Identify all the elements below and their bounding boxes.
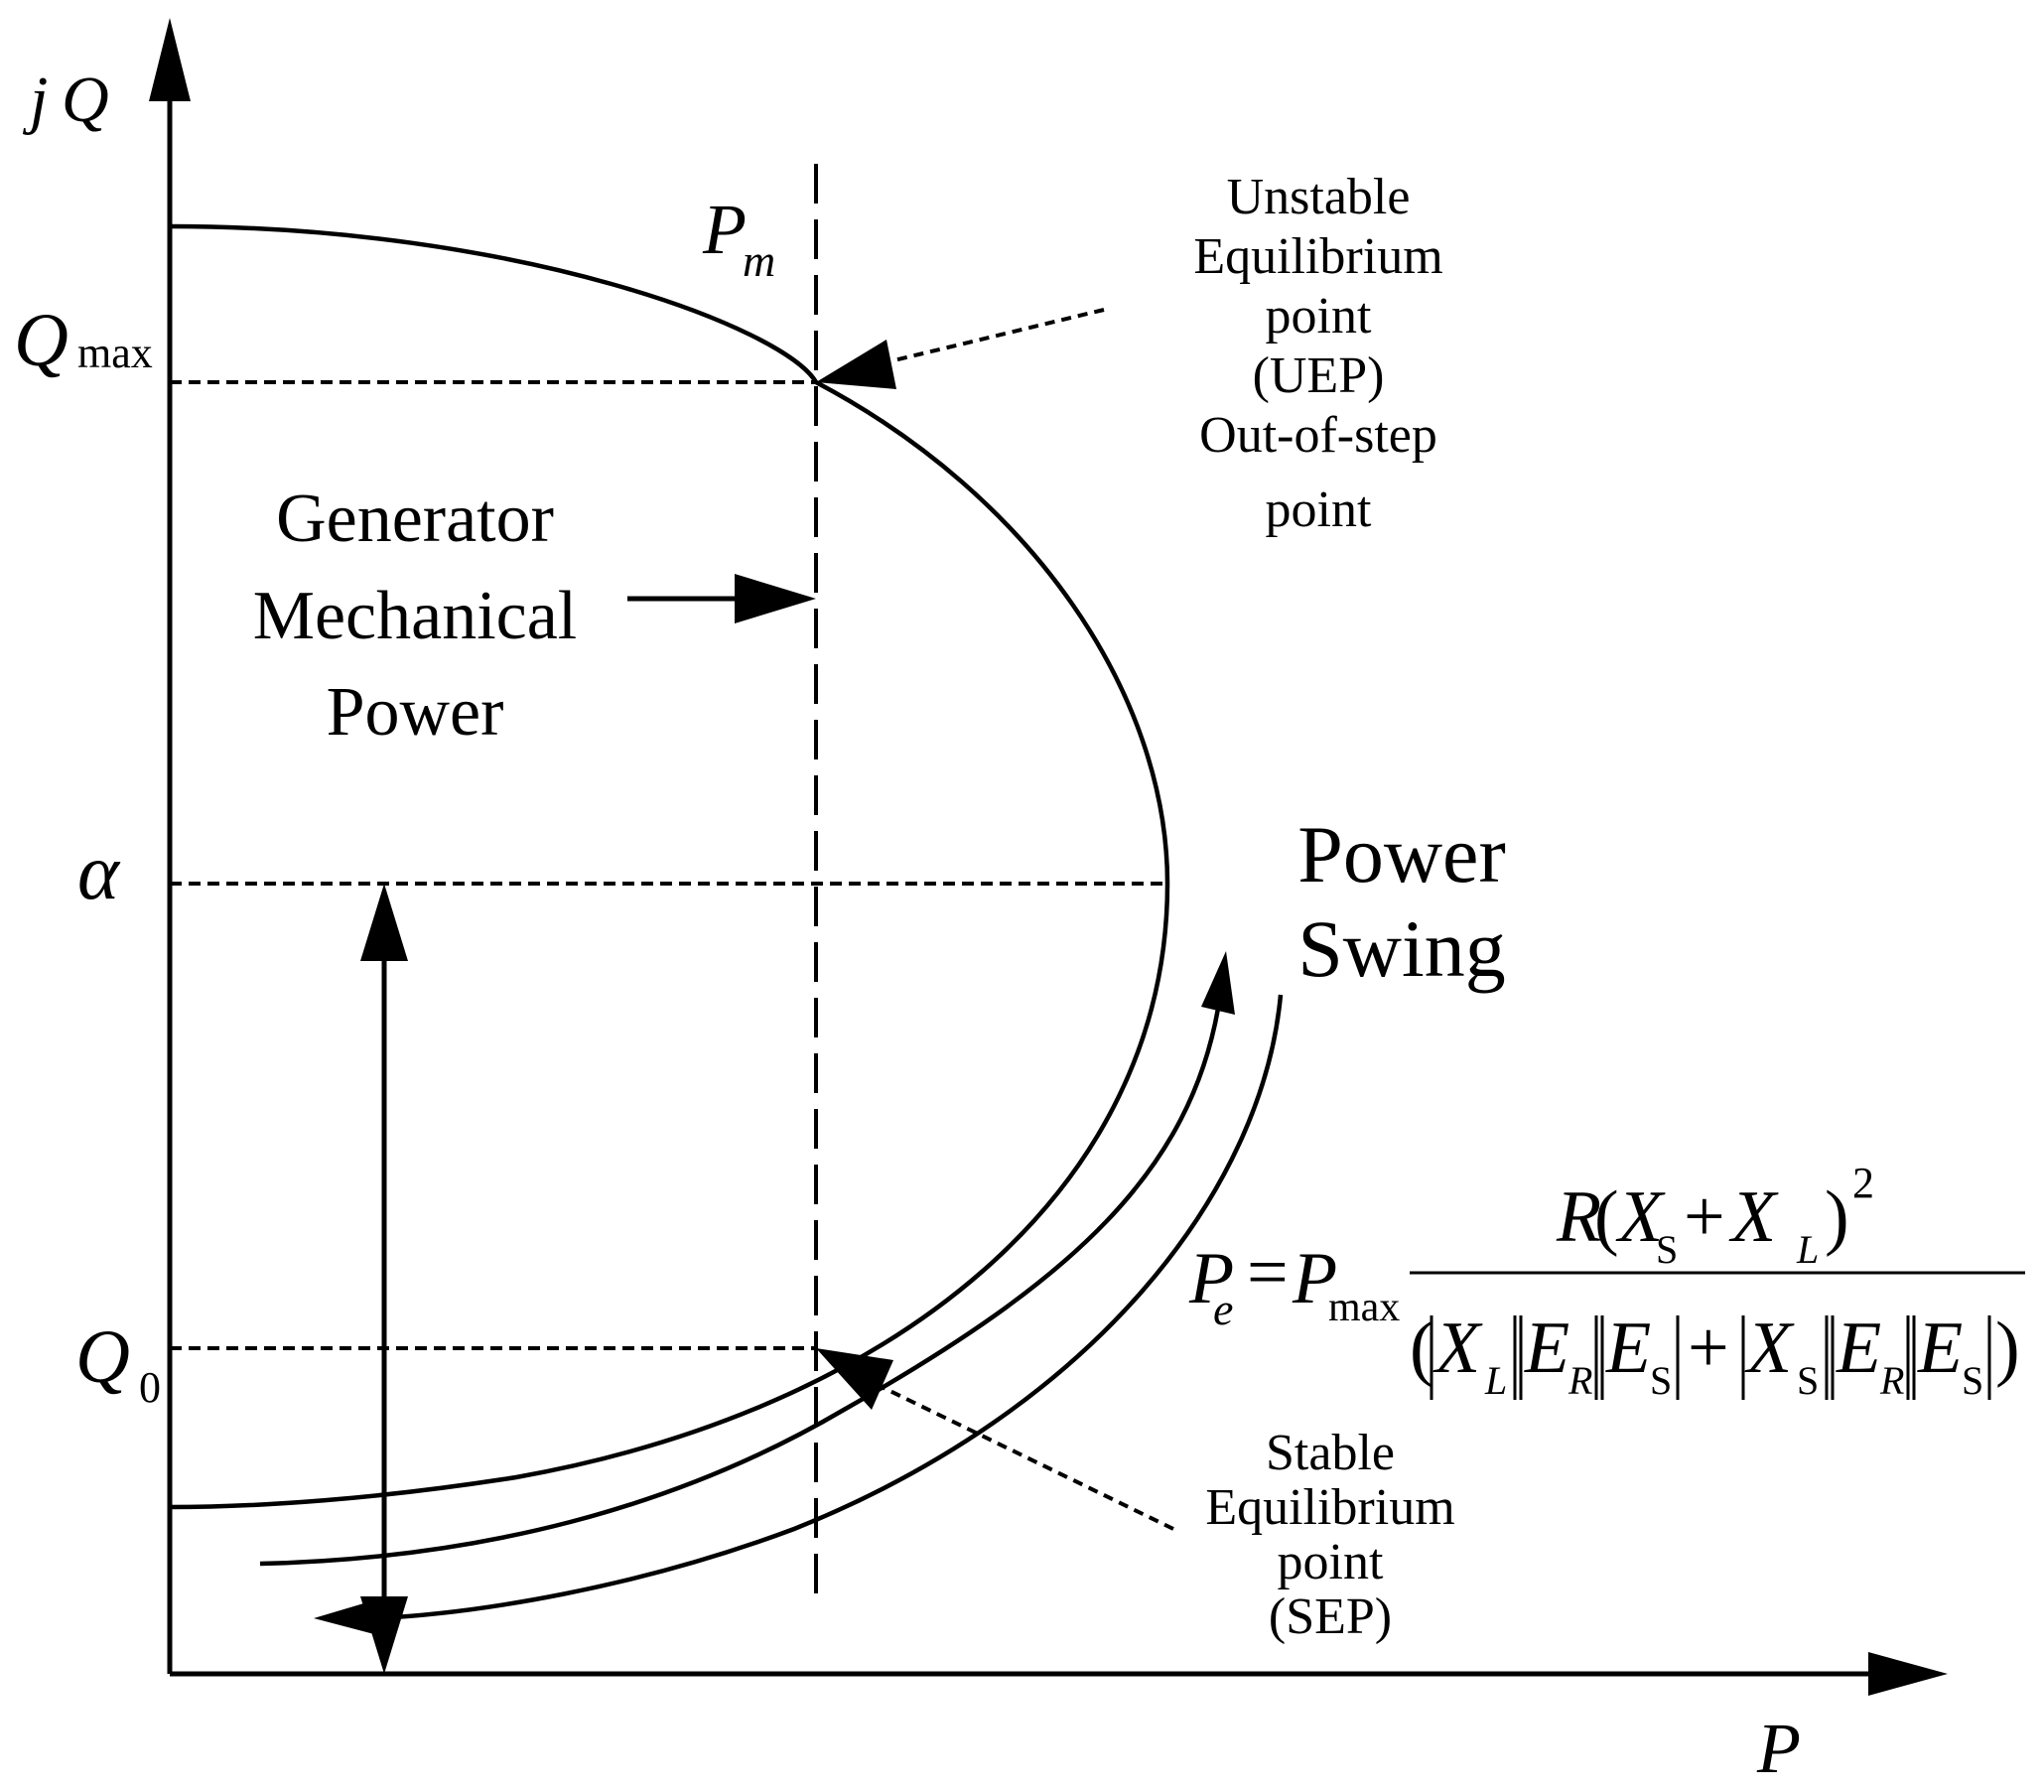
mech-power-line2: Mechanical	[253, 578, 577, 654]
power-formula: P e = P max R ( X S + X L ) 2 ( X L E R …	[1188, 1159, 2025, 1403]
alpha-arrow-down-head	[360, 1596, 408, 1674]
uep-text-1: Unstable	[1227, 169, 1411, 225]
formula-num-plus: +	[1684, 1176, 1725, 1258]
uep-text-2: Equilibrium	[1193, 228, 1442, 285]
formula-den-sub-S2: S	[1797, 1358, 1819, 1403]
formula-lhs-sub-e: e	[1213, 1284, 1233, 1334]
sep-text-1: Stable	[1266, 1425, 1395, 1481]
swing-down-curve	[376, 994, 1284, 1621]
alpha-label: α	[77, 829, 121, 916]
formula-num-sub-S: S	[1656, 1227, 1678, 1272]
sep-pointer-line	[871, 1380, 1174, 1531]
formula-rhs-sub-max: max	[1328, 1285, 1400, 1330]
formula-num-X2: X	[1728, 1176, 1779, 1258]
q0-label: Q	[75, 1315, 130, 1399]
mech-power-arrowhead	[735, 574, 816, 623]
uep-text-3: point	[1266, 288, 1372, 345]
power-swing-line1: Power	[1297, 809, 1506, 899]
x-axis-arrowhead	[1868, 1652, 1948, 1696]
formula-den-X1: X	[1432, 1308, 1483, 1389]
alpha-arrow-up-head	[360, 884, 408, 961]
uep-pointer-line	[873, 308, 1105, 367]
pm-label: P	[702, 190, 747, 269]
pm-subscript: m	[743, 235, 775, 286]
y-axis-label-Q: Q	[62, 64, 109, 136]
uep-text-5: Out-of-step	[1199, 407, 1437, 464]
formula-den-sub-S3: S	[1962, 1358, 1983, 1403]
sep-text-4: (SEP)	[1269, 1588, 1392, 1645]
formula-den-plus: +	[1688, 1308, 1729, 1389]
q0-subscript: 0	[139, 1363, 161, 1412]
formula-den-E1: E	[1524, 1308, 1569, 1389]
uep-text-6: point	[1266, 482, 1372, 538]
qmax-subscript: max	[77, 329, 153, 377]
mech-power-line3: Power	[327, 674, 504, 751]
sep-pointer-arrowhead	[816, 1348, 893, 1410]
y-axis-label-j: j	[22, 64, 48, 136]
formula-den-sub-R2: R	[1879, 1358, 1904, 1403]
formula-num-X1: X	[1615, 1176, 1666, 1258]
formula-den-rparen: )	[1995, 1308, 2020, 1389]
uep-pointer-arrowhead	[816, 340, 896, 389]
formula-num-sup-2: 2	[1852, 1159, 1874, 1207]
power-swing-line2: Swing	[1297, 903, 1506, 994]
formula-equals: =	[1247, 1232, 1289, 1313]
formula-den-E2: E	[1605, 1308, 1651, 1389]
formula-den-sub-R1: R	[1567, 1358, 1592, 1403]
formula-num-sub-L: L	[1796, 1227, 1819, 1272]
swing-up-curve	[259, 1002, 1222, 1567]
formula-den-sub-S1: S	[1650, 1358, 1672, 1403]
formula-den-E3: E	[1836, 1308, 1881, 1389]
formula-lhs-P: P	[1188, 1238, 1234, 1319]
uep-text-4: (UEP)	[1253, 347, 1385, 404]
formula-num-rparen: )	[1825, 1176, 1849, 1258]
sep-text-3: point	[1278, 1534, 1384, 1590]
formula-rhs-P: P	[1292, 1238, 1337, 1319]
x-axis-label: P	[1756, 1709, 1801, 1788]
formula-den-sub-L: L	[1484, 1358, 1507, 1403]
formula-num-lparen: (	[1594, 1176, 1619, 1258]
swing-up-arrowhead	[1201, 951, 1235, 1015]
y-axis-arrowhead	[149, 18, 191, 101]
power-angle-curve	[169, 223, 1170, 1510]
mech-power-line1: Generator	[276, 481, 554, 557]
formula-num-R: R	[1556, 1176, 1601, 1258]
qmax-label: Q	[14, 299, 68, 382]
formula-den-X2: X	[1744, 1308, 1795, 1389]
formula-den-E4: E	[1917, 1308, 1963, 1389]
sep-text-2: Equilibrium	[1205, 1479, 1454, 1536]
